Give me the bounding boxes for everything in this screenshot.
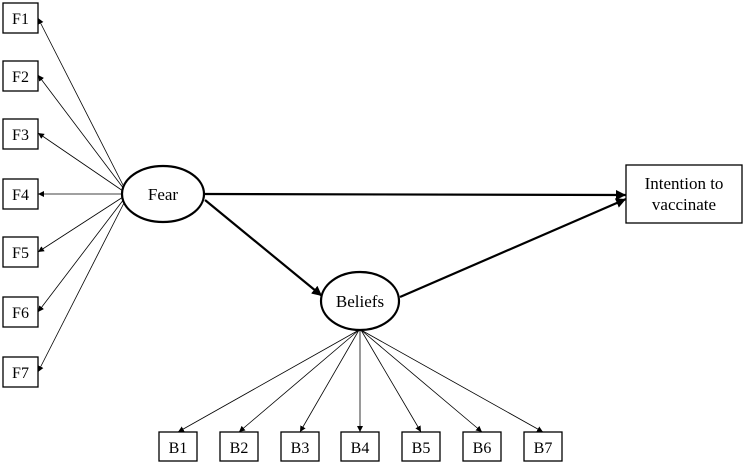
arrow-fear-f1 <box>37 17 125 188</box>
belief-items: B1 B2 B3 B4 B5 B6 B7 <box>158 431 563 462</box>
item-f2: F2 <box>2 60 39 92</box>
item-f4: F4 <box>2 178 39 210</box>
arrow-fear-f3 <box>37 132 124 192</box>
item-label: F7 <box>12 365 29 382</box>
item-f6: F6 <box>2 296 39 328</box>
item-b4: B4 <box>340 431 380 462</box>
item-f5: F5 <box>2 236 39 268</box>
arrow-beliefs-b3 <box>299 329 360 433</box>
item-b3: B3 <box>280 431 320 462</box>
latent-beliefs: Beliefs <box>319 270 401 332</box>
item-b1: B1 <box>158 431 198 462</box>
outcome-label-line2: vaccinate <box>652 195 716 214</box>
arrow-fear-f2 <box>37 74 125 190</box>
arrow-beliefs-b6 <box>360 329 483 433</box>
item-label: B7 <box>534 440 553 457</box>
item-f1: F1 <box>2 2 39 34</box>
arrow-fear-f7 <box>37 200 126 373</box>
item-b5: B5 <box>401 431 441 462</box>
outcome-box <box>625 164 743 224</box>
item-label: B6 <box>473 440 492 457</box>
arrow-fear-f5 <box>37 196 124 253</box>
arrow-beliefs-b5 <box>360 329 422 433</box>
arrow-beliefs-b2 <box>238 329 360 433</box>
arrow-beliefs-b7 <box>360 329 544 433</box>
item-b6: B6 <box>462 431 502 462</box>
beliefs-ellipse <box>319 270 401 332</box>
item-label: F2 <box>12 69 29 86</box>
item-label: B4 <box>351 440 370 457</box>
arrow-fear-f6 <box>37 198 125 313</box>
item-b2: B2 <box>219 431 259 462</box>
fear-loading-arrows <box>37 17 126 373</box>
item-label: B5 <box>412 440 431 457</box>
item-f7: F7 <box>2 356 39 388</box>
beliefs-label: Beliefs <box>336 292 384 311</box>
item-label: F5 <box>12 245 29 262</box>
arrow-fear-beliefs <box>204 199 323 297</box>
latent-fear: Fear <box>120 164 206 224</box>
fear-items: F1 F2 F3 F4 F5 F6 F7 <box>2 2 39 388</box>
item-label: B1 <box>169 440 188 457</box>
item-label: B3 <box>291 440 310 457</box>
item-f3: F3 <box>2 118 39 150</box>
fear-ellipse <box>120 164 206 224</box>
item-label: F4 <box>12 187 29 204</box>
arrow-fear-intention <box>204 189 627 200</box>
item-label: F1 <box>12 11 29 28</box>
fear-label: Fear <box>148 185 179 204</box>
outcome-label-line1: Intention to <box>645 174 724 193</box>
arrow-beliefs-intention <box>399 197 627 299</box>
item-b7: B7 <box>523 431 563 462</box>
item-label: F3 <box>12 127 29 144</box>
outcome-intention: Intention to vaccinate <box>625 164 743 224</box>
structural-paths <box>204 189 627 299</box>
belief-loading-arrows <box>177 329 544 433</box>
item-label: F6 <box>12 305 29 322</box>
arrow-beliefs-b1 <box>177 329 360 433</box>
item-label: B2 <box>230 440 249 457</box>
